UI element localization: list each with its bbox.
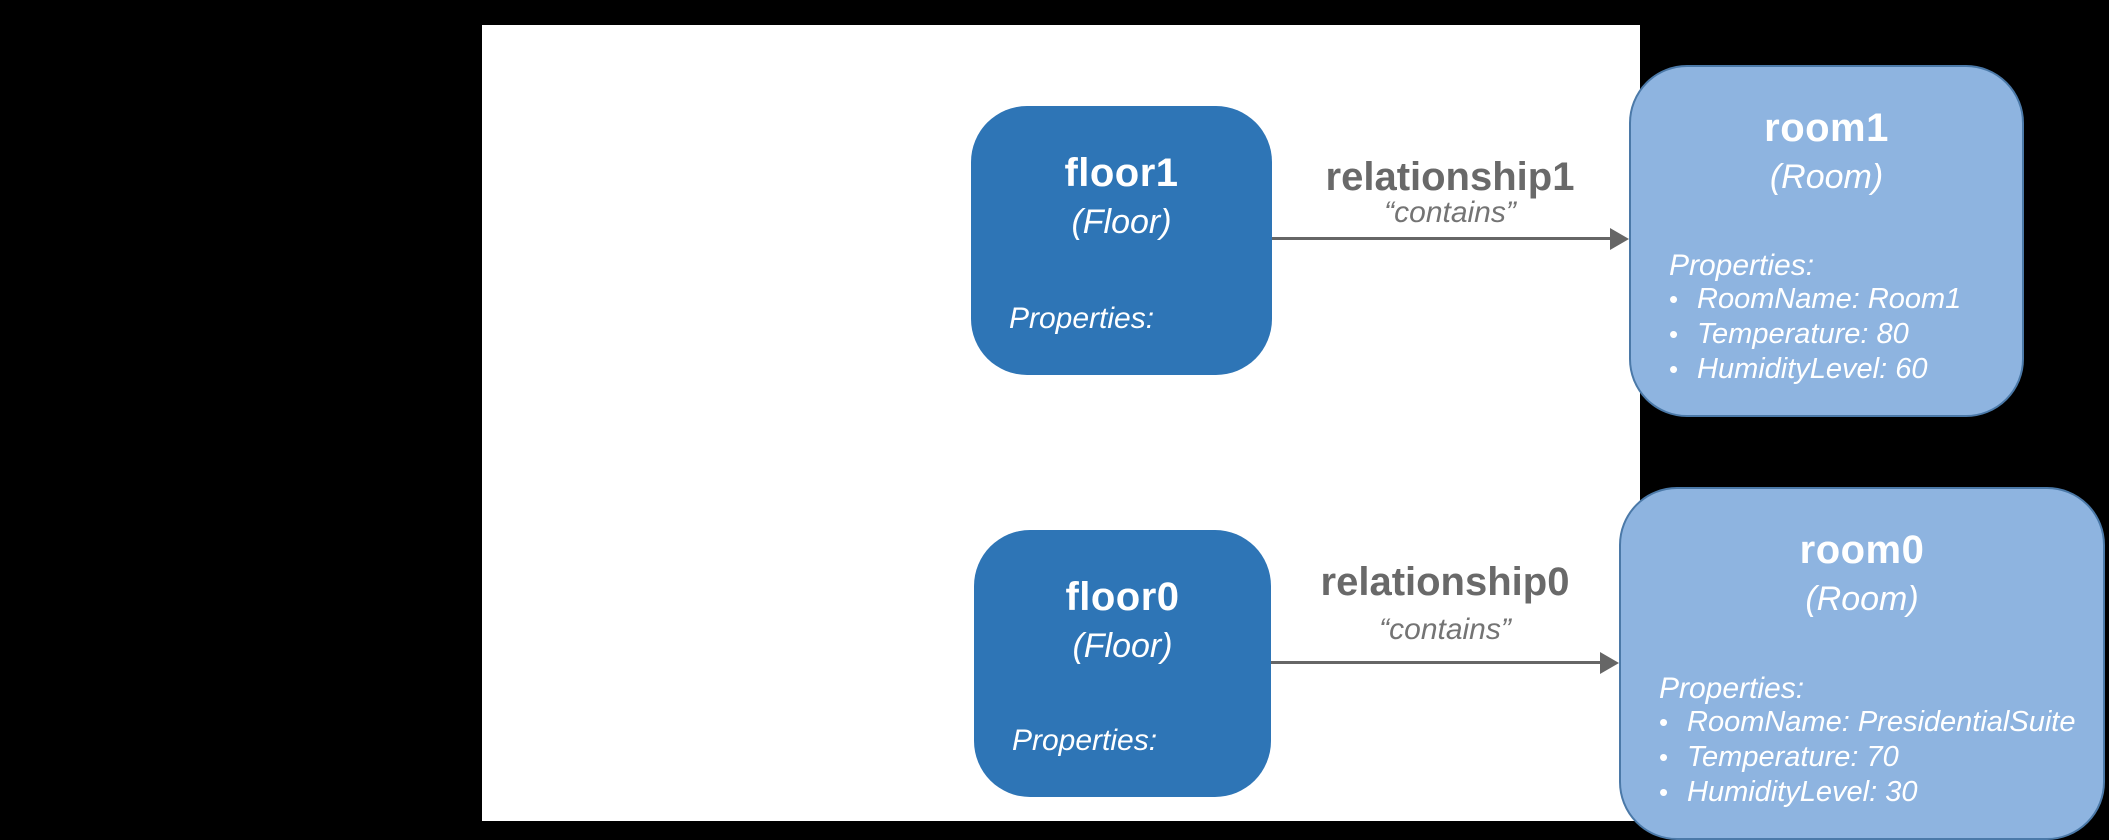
node-room1: room1 (Room) Properties: • RoomName: Roo… — [1629, 65, 2024, 417]
node-room0: room0 (Room) Properties: • RoomName: Pre… — [1619, 487, 2105, 840]
bullet-icon: • — [1659, 777, 1669, 807]
node-title: floor1 — [1064, 151, 1179, 195]
property-item: • RoomName: Room1 — [1669, 282, 1998, 317]
property-item: • HumidityLevel: 30 — [1659, 775, 2079, 810]
property-text: HumidityLevel: 60 — [1697, 353, 1928, 385]
node-floor1: floor1 (Floor) Properties: — [971, 106, 1272, 375]
bullet-icon: • — [1669, 354, 1679, 384]
arrowhead-icon — [1610, 228, 1629, 250]
bullet-icon: • — [1659, 742, 1669, 772]
node-model-type: (Floor) — [1072, 627, 1173, 665]
properties-section: Properties: • RoomName: Room1 • Temperat… — [1655, 250, 1998, 387]
properties-label: Properties: — [1009, 302, 1155, 335]
node-model-type: (Floor) — [1071, 203, 1172, 241]
bullet-icon: • — [1659, 707, 1669, 737]
properties-section: Properties: — [1004, 725, 1241, 757]
property-text: RoomName: PresidentialSuite — [1687, 706, 2076, 738]
bullet-icon: • — [1669, 284, 1679, 314]
property-item: • RoomName: PresidentialSuite — [1659, 705, 2079, 740]
diagram-canvas: floor1 (Floor) Properties: relationship1… — [482, 25, 2105, 840]
property-item: • Temperature: 80 — [1669, 317, 1998, 352]
property-text: Temperature: 80 — [1697, 318, 1909, 350]
property-item: • HumidityLevel: 60 — [1669, 352, 1998, 387]
edge-line — [1271, 661, 1600, 664]
properties-section: Properties: — [1001, 303, 1242, 335]
edge-name-contains: “contains” — [1379, 613, 1511, 646]
node-title: room1 — [1764, 106, 1889, 150]
edge-name-contains: “contains” — [1384, 196, 1516, 229]
node-floor0: floor0 (Floor) Properties: — [974, 530, 1271, 797]
edge-label-relationship1: relationship1 — [1325, 155, 1575, 199]
node-title: floor0 — [1065, 575, 1180, 619]
node-model-type: (Room) — [1769, 158, 1884, 196]
property-text: HumidityLevel: 30 — [1687, 776, 1918, 808]
property-item: • Temperature: 70 — [1659, 740, 2079, 775]
edge-label-relationship0: relationship0 — [1320, 560, 1570, 604]
properties-label: Properties: — [1669, 249, 1815, 282]
arrowhead-icon — [1600, 652, 1619, 674]
properties-label: Properties: — [1659, 672, 1805, 705]
property-text: Temperature: 70 — [1687, 741, 1899, 773]
bullet-icon: • — [1669, 319, 1679, 349]
property-text: RoomName: Room1 — [1697, 283, 1962, 315]
node-title: room0 — [1799, 528, 1925, 572]
edge-line — [1272, 237, 1610, 240]
node-model-type: (Room) — [1805, 580, 1919, 618]
properties-label: Properties: — [1012, 724, 1158, 757]
properties-section: Properties: • RoomName: PresidentialSuit… — [1645, 673, 2079, 810]
